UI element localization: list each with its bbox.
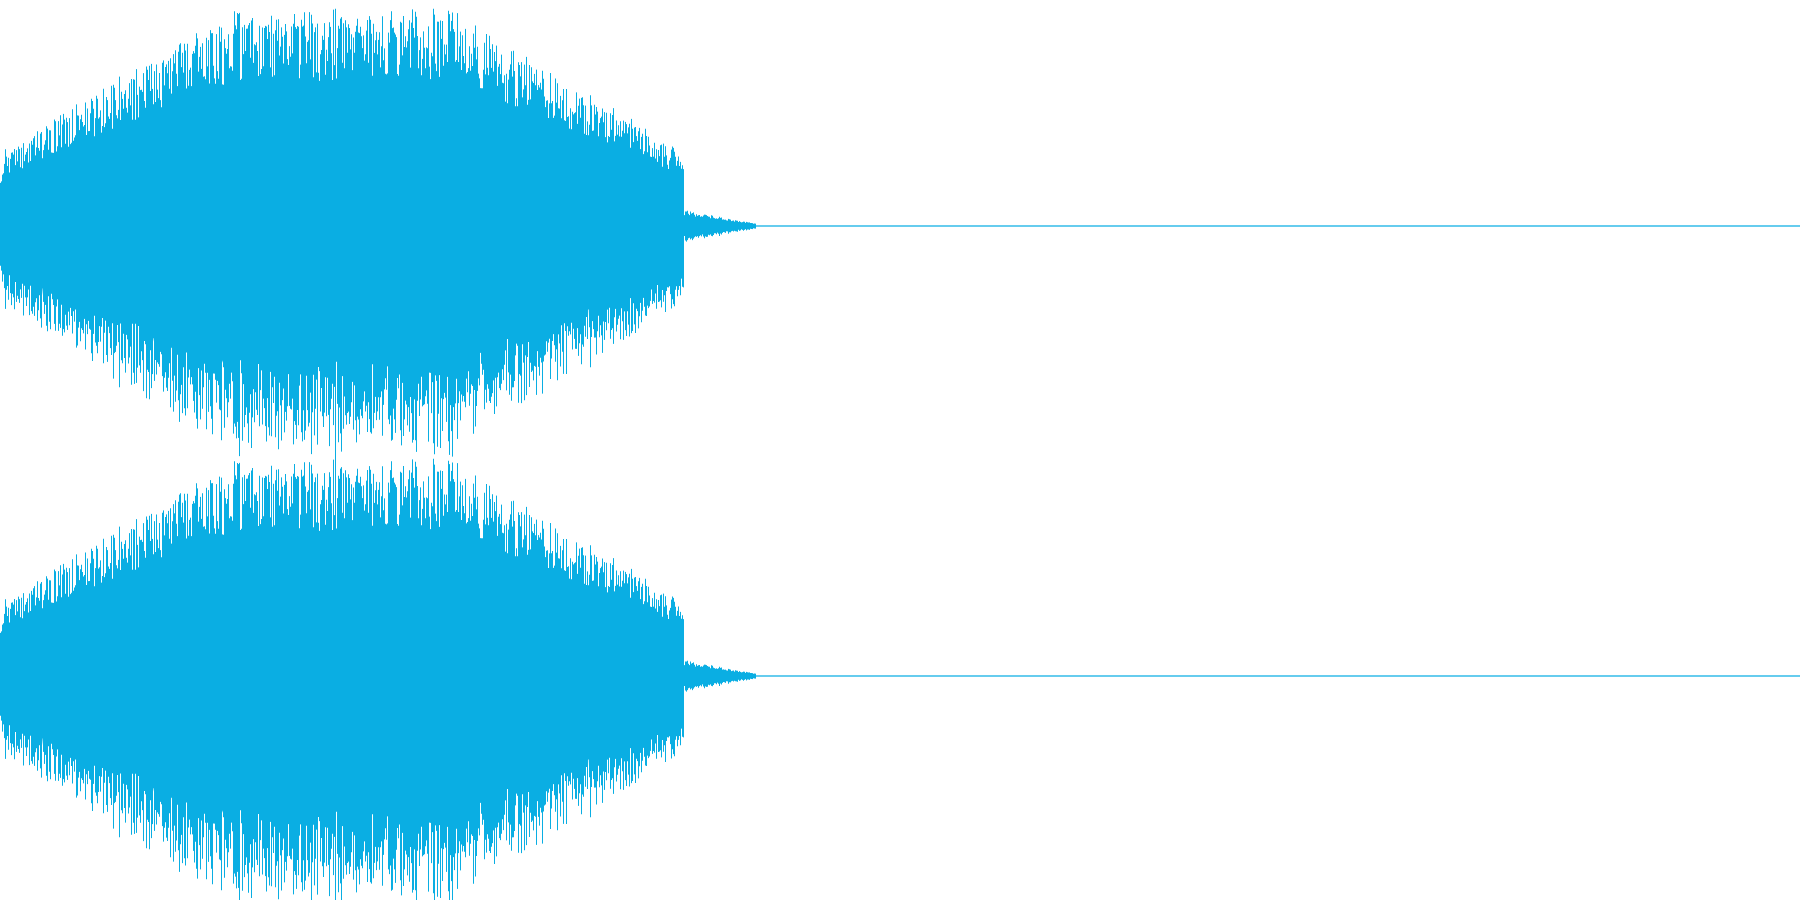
waveform-peaks: [0, 8, 756, 461]
waveform-channel-right: [0, 458, 1800, 900]
waveform-channel-left: [0, 8, 1800, 461]
waveform-peaks: [0, 458, 756, 900]
